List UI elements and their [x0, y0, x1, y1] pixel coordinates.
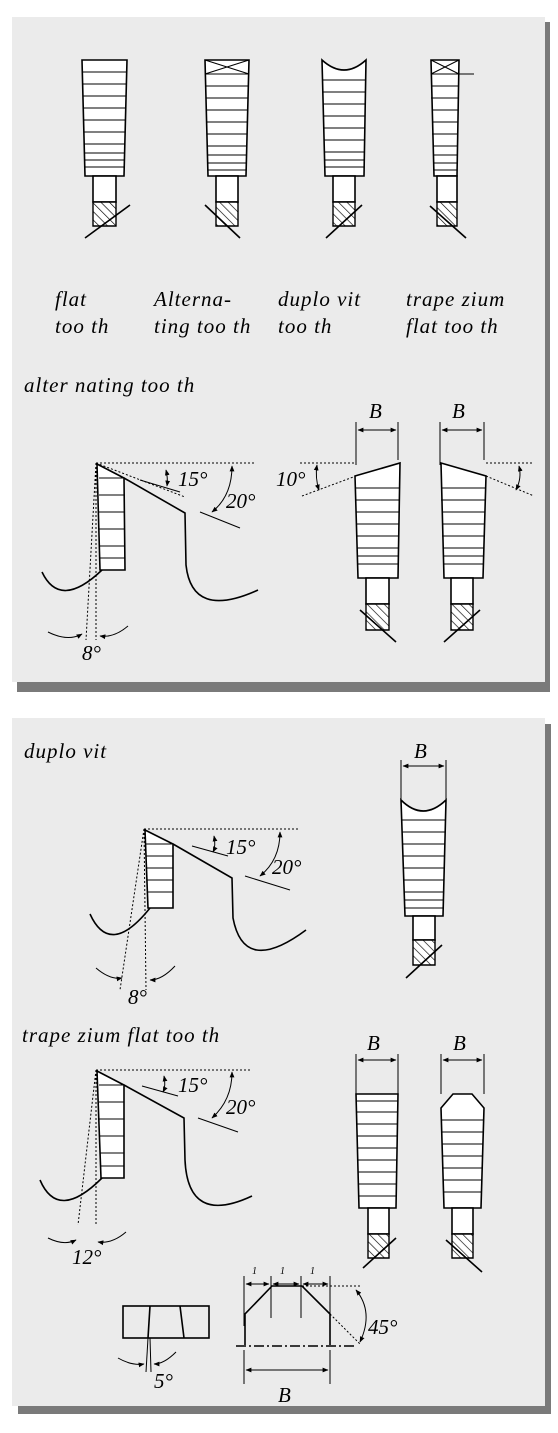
- alt-angle-15: 15°: [178, 467, 208, 491]
- alternating-front-views: B 10° B: [276, 399, 535, 643]
- alternating-side-view: 15° 20° 8°: [41, 462, 259, 665]
- duplovit-title: duplo vit: [24, 739, 107, 763]
- fraction-2-numerator: 1: [280, 1266, 285, 1277]
- trapezium-angle-5: 5°: [154, 1369, 174, 1393]
- duplovit-angle-20: 20°: [272, 855, 302, 879]
- fraction-3-numerator: 1: [310, 1266, 315, 1277]
- trapezium-width-right: B: [453, 1031, 466, 1055]
- trapezium-top-view: 5°: [117, 1305, 210, 1393]
- trapezium-tooth-front-view: [429, 59, 474, 239]
- duplovit-tooth-front-view: [321, 58, 367, 239]
- duplovit-side-view: 15° 20° 8°: [89, 828, 307, 1009]
- trapezium-side-view: 15° 20° 12°: [39, 1069, 256, 1269]
- duplovit-width: B: [414, 739, 427, 763]
- trapezium-title: trape zium flat too th: [22, 1023, 220, 1047]
- duplovit-angle-8: 8°: [128, 985, 148, 1009]
- flat-tooth-front-view: [81, 59, 131, 239]
- trapezium-angle-12: 12°: [72, 1245, 102, 1269]
- alternating-tooth-front-view: [204, 59, 250, 239]
- trapezium-angle-20: 20°: [226, 1095, 256, 1119]
- trapezium-base-width: B: [278, 1383, 291, 1407]
- alt-width-left: B: [369, 399, 382, 423]
- trapezium-detail-profile: 1 1 1 45° B: [236, 1266, 398, 1407]
- alt-angle-8: 8°: [82, 641, 102, 665]
- trapezium-angle-15: 15°: [178, 1073, 208, 1097]
- alt-angle-20: 20°: [226, 489, 256, 513]
- alternating-title: alter nating too th: [24, 373, 195, 397]
- caption-alternating-tooth: Alterna-ting too th: [154, 287, 252, 338]
- trapezium-front-views: B B: [355, 1031, 485, 1273]
- duplovit-front-view: B: [400, 739, 447, 979]
- alt-width-right: B: [452, 399, 465, 423]
- duplovit-angle-15: 15°: [226, 835, 256, 859]
- alt-angle-10: 10°: [276, 467, 306, 491]
- trapezium-chamfer-45: 45°: [368, 1315, 398, 1339]
- fraction-1-numerator: 1: [252, 1266, 257, 1277]
- trapezium-width-left: B: [367, 1031, 380, 1055]
